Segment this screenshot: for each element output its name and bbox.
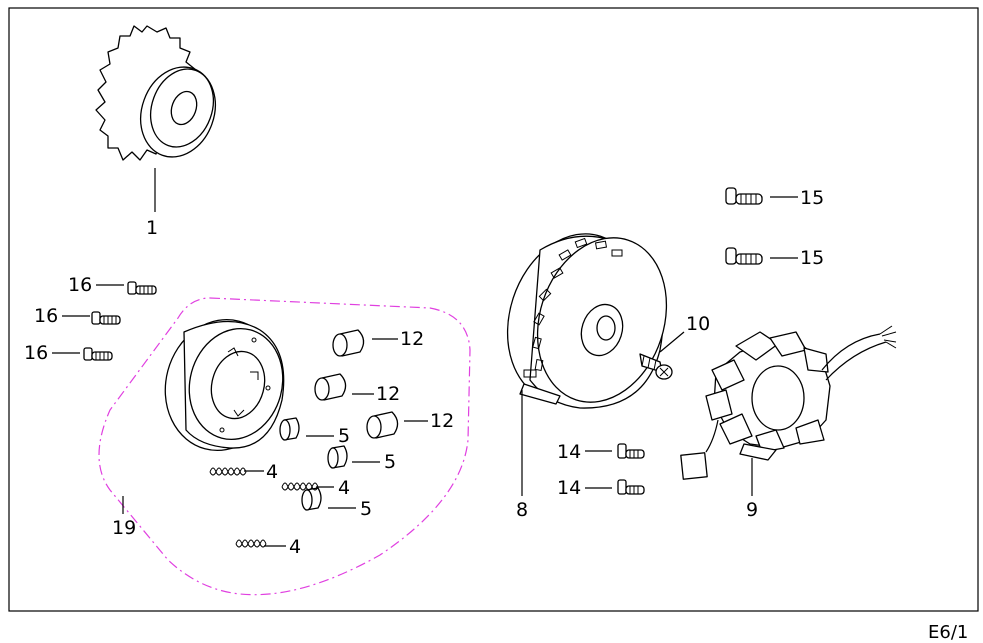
callout-4c: 4 <box>289 536 301 558</box>
bolt-16-b <box>62 311 121 325</box>
clutch-assembly-outline <box>98 297 471 596</box>
callout-14b: 14 <box>557 477 581 499</box>
callout-1: 1 <box>146 217 158 239</box>
callout-4a: 4 <box>266 461 278 483</box>
pin-part-5-c <box>301 487 356 511</box>
callout-12a: 12 <box>400 328 424 350</box>
callout-14a: 14 <box>557 441 581 463</box>
diagram-frame <box>8 7 979 612</box>
callout-5b: 5 <box>384 451 396 473</box>
callout-15b: 15 <box>800 247 824 269</box>
callout-10: 10 <box>686 313 710 335</box>
callout-5a: 5 <box>338 425 350 447</box>
pin-part-5-a <box>279 417 334 441</box>
callout-16c: 16 <box>24 342 48 364</box>
bolt-part-15-b <box>725 247 798 265</box>
callout-15a: 15 <box>800 187 824 209</box>
callout-16a: 16 <box>68 274 92 296</box>
callout-9: 9 <box>746 499 758 521</box>
page-reference: E6/1 <box>928 622 968 643</box>
spring-part-4-b <box>281 482 334 491</box>
clutch-housing <box>164 318 285 452</box>
bolt-part-10 <box>639 331 685 380</box>
pin-part-5-b <box>327 445 380 469</box>
roller-part-12-a <box>332 329 398 357</box>
callout-12c: 12 <box>430 410 454 432</box>
bolt-part-14-b <box>585 479 645 495</box>
callout-19: 19 <box>112 517 136 539</box>
flywheel-rotor-part-8 <box>506 233 668 496</box>
callout-8: 8 <box>516 499 528 521</box>
callout-4b: 4 <box>338 477 350 499</box>
roller-part-12-c <box>366 411 428 439</box>
bolt-part-16-group <box>52 281 157 361</box>
bolt-16-c <box>52 347 113 361</box>
spring-part-4-c <box>235 539 286 548</box>
roller-part-12-b <box>314 373 374 401</box>
stator-part-9 <box>680 325 897 496</box>
flywheel-slots <box>523 237 623 378</box>
callout-12b: 12 <box>376 383 400 405</box>
bolt-part-15-a <box>725 187 798 205</box>
bolt-16-a <box>96 281 157 295</box>
spring-part-4-a <box>209 467 264 476</box>
bolt-part-14-a <box>585 443 645 459</box>
callout-16b: 16 <box>34 305 58 327</box>
gear-part-1 <box>95 25 216 212</box>
callout-5c: 5 <box>360 498 372 520</box>
